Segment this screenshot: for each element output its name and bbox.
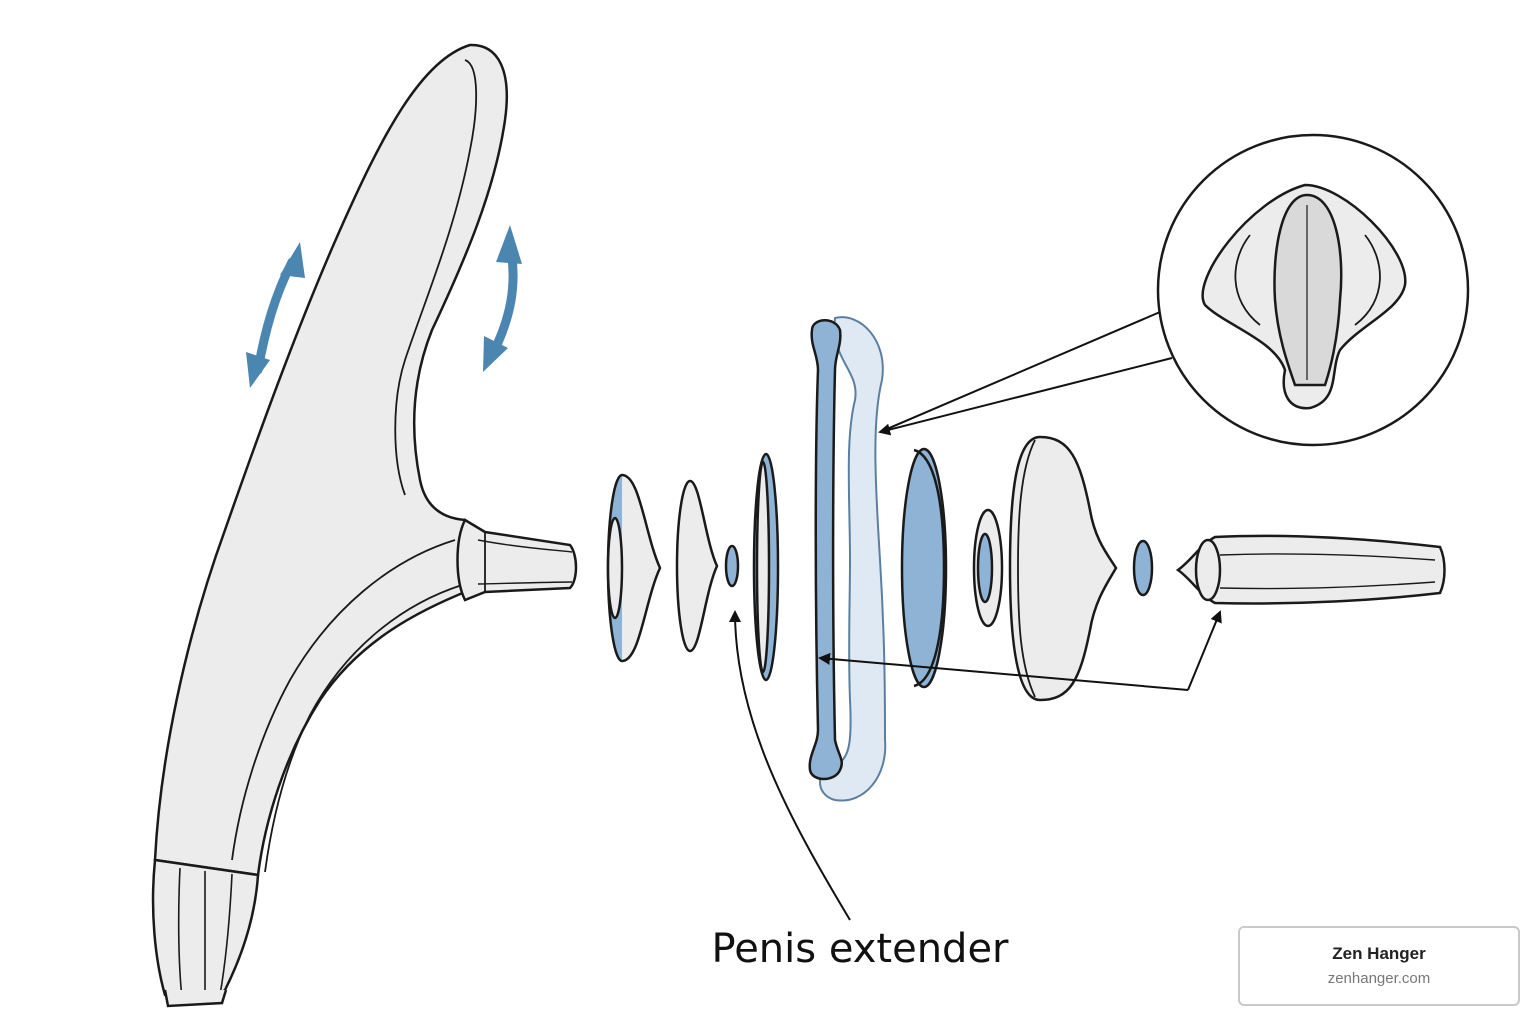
small-pin-part bbox=[724, 544, 740, 588]
rotate-arrow-left-icon bbox=[253, 257, 297, 375]
rotate-arrow-right-head-top bbox=[496, 225, 522, 264]
rotate-arrow-left-head-top bbox=[280, 242, 305, 278]
brand-name: Zen Hanger bbox=[1332, 944, 1426, 963]
brand-watermark[interactable]: Zen Hanger zenhanger.com bbox=[1238, 926, 1520, 1006]
thick-disc-part bbox=[900, 447, 948, 689]
rotate-arrow-right-head-bottom bbox=[483, 336, 508, 372]
main-rod bbox=[808, 319, 843, 781]
handle-nozzle bbox=[456, 518, 578, 602]
brand-url-link[interactable]: zenhanger.com bbox=[1327, 970, 1431, 987]
washer-part bbox=[972, 508, 1004, 628]
disc-part-1 bbox=[606, 473, 662, 663]
small-washer-part bbox=[1132, 539, 1154, 597]
disc-part-2 bbox=[675, 479, 719, 653]
detail-zoom-callout bbox=[1156, 133, 1470, 447]
cylinder-tube bbox=[1175, 534, 1446, 605]
cone-cap-part bbox=[1008, 435, 1118, 702]
connector-arrow-to-tube bbox=[1187, 610, 1222, 691]
support-frame bbox=[819, 316, 887, 802]
caption-leader-arrow bbox=[729, 610, 851, 921]
connector-arrow-to-rod bbox=[818, 652, 1189, 691]
handle-body bbox=[151, 43, 509, 1008]
rotate-arrow-left-head-bottom bbox=[246, 352, 270, 388]
diagram-caption: Penis extender bbox=[711, 926, 1009, 972]
callout-lines bbox=[878, 311, 1173, 436]
ring-part bbox=[752, 452, 780, 682]
